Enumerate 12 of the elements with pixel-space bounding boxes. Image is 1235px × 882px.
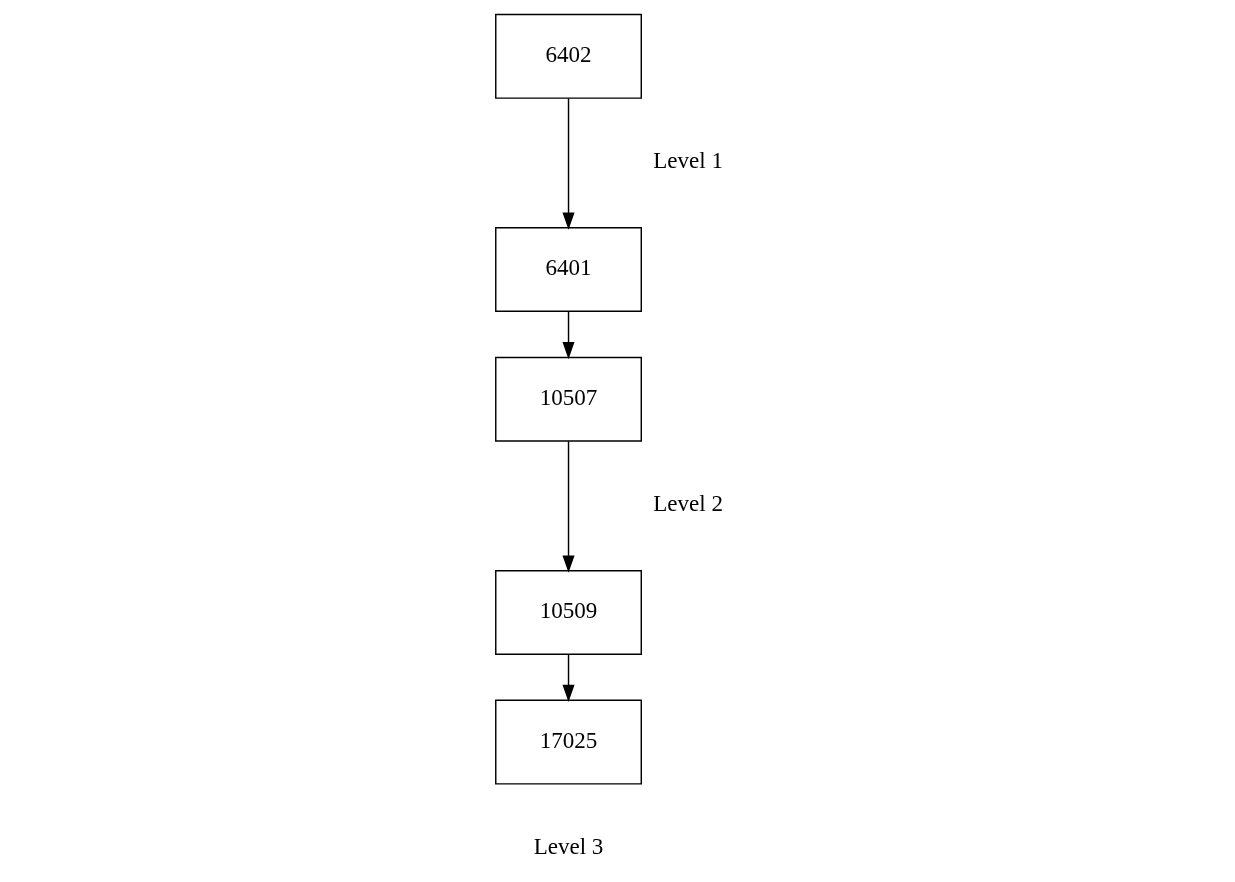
arrow <box>562 654 575 703</box>
label: Level 2 <box>653 490 723 517</box>
node-box: 17025 <box>495 699 642 785</box>
node-box: 6401 <box>495 227 642 313</box>
arrow <box>562 97 575 230</box>
arrow <box>562 440 575 573</box>
node-box: 10509 <box>495 569 642 655</box>
arrow <box>562 311 575 360</box>
node-box: 10507 <box>495 356 642 442</box>
node-box: 6402 <box>495 13 642 99</box>
label: Level 3 <box>533 833 604 860</box>
label: Level 1 <box>653 147 723 174</box>
